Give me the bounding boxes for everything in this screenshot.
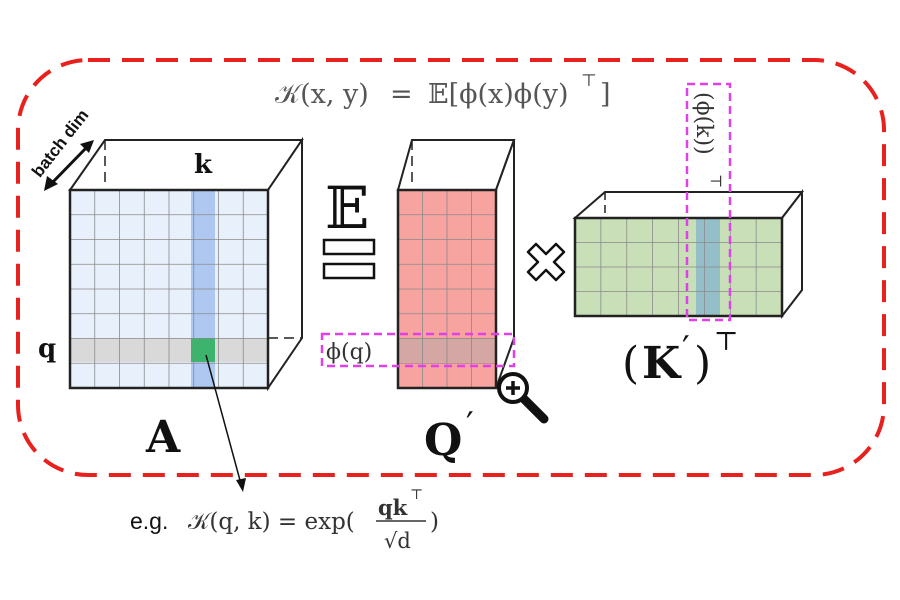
example-close: ) [430,509,439,535]
equals-bar-bottom [322,262,376,280]
example-denominator: √d [384,529,411,553]
matrix-k-open-paren: ( [622,338,639,389]
phi-k-label-group: (ϕ(k)) ⊤ [691,92,725,188]
matrix-k: (ϕ(k)) ⊤ ( K ′ ) ⊤ [572,82,805,389]
expectation-symbol: 𝔼 [325,174,369,242]
phi-k-highlight-box [685,82,732,322]
matrix-q-grid [398,190,496,388]
dashed-frame [16,58,886,477]
top-formula: 𝒦(x, y) = 𝔼[ϕ(x)ϕ(y) ⊤ ] [275,71,611,110]
matrix-q-border [396,188,498,390]
matrix-k-border [573,216,784,318]
phi-k-label: (ϕ(k)) [691,92,716,155]
matrix-q-name: Q [424,415,462,466]
matrix-k-sup: ⊤ [714,327,738,357]
matrix-q-top-face [396,139,516,191]
example-formula: e.g. 𝒦(q, k) = exp( qk ⊤ √d ) [130,487,439,553]
matrix-q-prime: ′ [466,405,474,445]
example-numerator-sup: ⊤ [410,487,423,503]
zoom-in-icon [497,372,549,424]
top-formula-rhs: 𝔼[ϕ(x)ϕ(y) [428,79,569,110]
example-prefix: e.g. [130,508,168,534]
top-formula-eq: = [390,79,413,110]
batch-dim-arrow [44,140,94,191]
matrix-a-cell-qk [191,338,215,362]
matrix-a-grid [70,190,268,388]
matrix-k-prime: ′ [682,329,690,369]
equals-bar-top [322,238,376,256]
expectation-equals: 𝔼 [322,174,376,280]
multiply-icon [526,242,566,282]
top-formula-close: ] [600,79,611,110]
phi-k-label-sup: ⊤ [707,174,725,188]
matrix-k-top-face [572,191,805,219]
pointer-arrow [205,354,246,492]
matrix-a-col-label: k [194,150,213,180]
matrix-a-border [68,188,270,390]
matrix-a: k q A [38,136,304,463]
matrix-k-close-paren: ) [694,338,711,389]
example-lhs: 𝒦(q, k) = exp( [188,509,355,535]
matrix-a-name: A [145,412,181,463]
matrix-k-name: K [642,338,682,389]
matrix-a-row-label: q [38,334,56,364]
top-formula-lhs: 𝒦(x, y) [275,79,369,110]
example-numerator: qk [378,495,408,520]
phi-q-label: ϕ(q) [326,340,372,365]
top-formula-sup: ⊤ [581,71,597,91]
matrix-q: ϕ(q) Q ′ [320,139,516,466]
phi-q-highlight-box [320,332,516,368]
